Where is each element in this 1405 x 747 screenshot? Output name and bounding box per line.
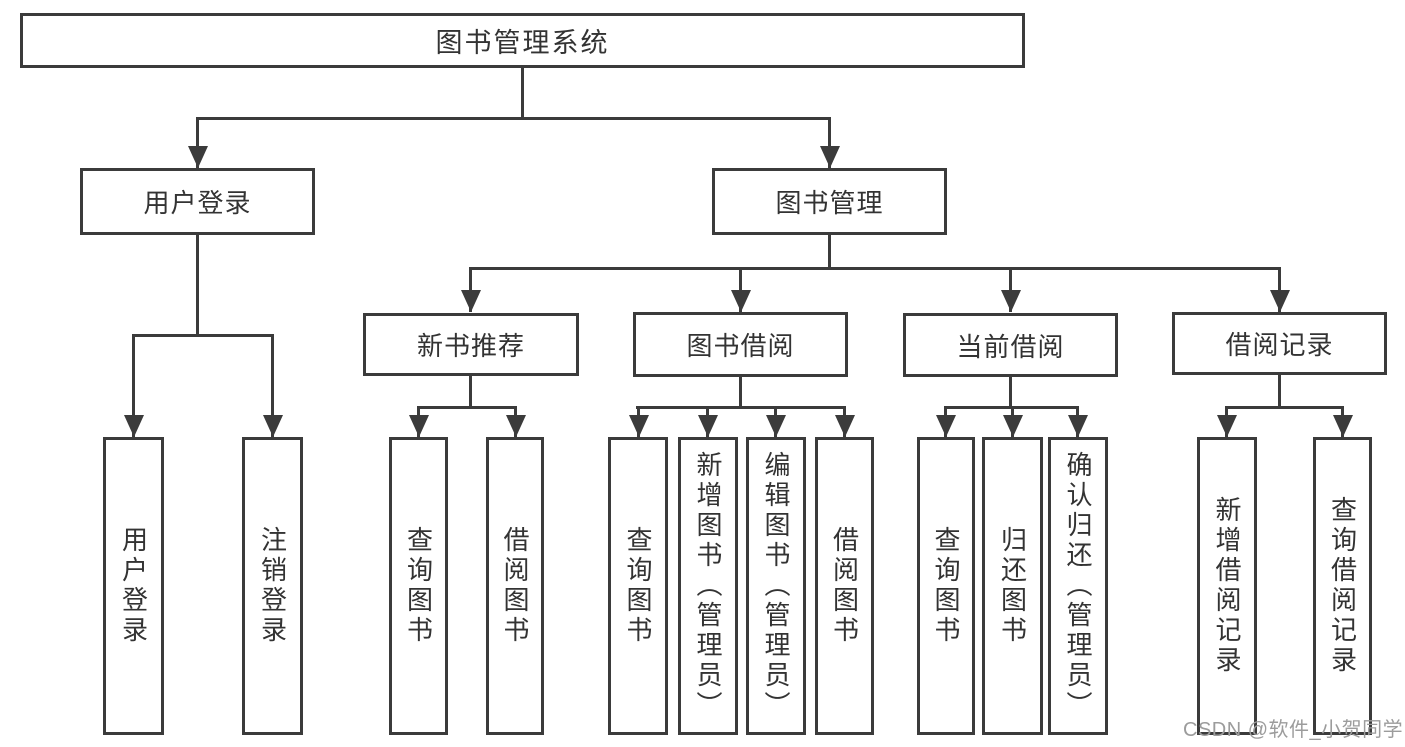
node-library-system: 图书管理系统 (20, 13, 1025, 68)
node-label: 查询图书 (403, 526, 434, 646)
arrow-to-borrow-records (1278, 267, 1281, 312)
node-label: 当前借阅 (956, 331, 1065, 362)
leaf-bb-add-books-admin: 新增图书（管理员） (678, 437, 738, 735)
connector-user-login-bar (132, 334, 274, 337)
leaf-br-add-record: 新增借阅记录 (1197, 437, 1257, 735)
leaf-cb-confirm-return-admin: 确认归还（管理员） (1048, 437, 1108, 735)
csdn-watermark: CSDN @软件_小贺同学 (1183, 719, 1404, 741)
leaf-cb-query-books: 查询图书 (917, 437, 975, 735)
node-label: 确认归还（管理员） (1063, 451, 1093, 721)
connector-book-mgmt-stem (828, 232, 831, 270)
arrow-to-leaf-cb-return (1011, 406, 1014, 437)
node-label: 借阅图书 (829, 526, 860, 646)
arrow-to-leaf-cb-confirm (1076, 406, 1079, 437)
arrow-to-user-login (196, 117, 199, 168)
node-label: 图书借阅 (686, 331, 795, 361)
connector-user-login-stem (196, 232, 199, 337)
connector-borrow-records-stem (1278, 373, 1281, 409)
node-label: 新增图书（管理员） (693, 451, 723, 721)
arrow-to-leaf-logout (271, 334, 274, 437)
arrow-to-book-mgmt (828, 117, 831, 168)
node-new-book-recommend: 新书推荐 (363, 313, 579, 376)
leaf-bb-borrow-books: 借阅图书 (815, 437, 874, 735)
leaf-bb-edit-books-admin: 编辑图书（管理员） (746, 437, 806, 735)
arrow-to-leaf-br-query (1341, 406, 1344, 437)
arrow-to-leaf-user-login (132, 334, 135, 437)
node-borrow-records: 借阅记录 (1172, 312, 1387, 375)
connector-book-borrow-stem (739, 373, 742, 409)
arrow-to-leaf-bb-borrow (843, 406, 846, 437)
connector-new-book-rec-stem (469, 373, 472, 409)
arrow-to-leaf-bb-add (706, 406, 709, 437)
arrow-to-leaf-bb-query (637, 406, 640, 437)
leaf-logout: 注销登录 (242, 437, 303, 735)
arrow-to-leaf-cb-query (944, 406, 947, 437)
connector-current-borrow-stem (1009, 373, 1012, 409)
arrow-to-book-borrow (739, 267, 742, 312)
connector-book-mgmt-bar (469, 267, 1281, 270)
leaf-user-login: 用户登录 (103, 437, 164, 735)
connector-root-stem (521, 65, 524, 120)
arrow-to-leaf-nb-query (417, 406, 420, 437)
connector-borrow-records-bar (1225, 406, 1344, 409)
node-label: 编辑图书（管理员） (761, 451, 791, 721)
node-label: 查询图书 (931, 526, 961, 646)
connector-book-borrow-bar (636, 406, 846, 409)
node-label: 用户登录 (118, 526, 149, 646)
node-label: 图书管理系统 (435, 28, 610, 58)
node-book-borrow: 图书借阅 (633, 312, 848, 377)
node-label: 注销登录 (257, 526, 288, 646)
node-user-login: 用户登录 (80, 168, 315, 235)
arrow-to-new-book-rec (469, 267, 472, 312)
leaf-nb-query-books: 查询图书 (389, 437, 448, 735)
node-label: 归还图书 (997, 526, 1028, 646)
node-label: 新书推荐 (416, 331, 525, 361)
leaf-nb-borrow-books: 借阅图书 (486, 437, 544, 735)
arrow-to-current-borrow (1009, 267, 1012, 312)
node-label: 图书管理 (775, 188, 884, 218)
node-label: 借阅图书 (500, 526, 530, 646)
leaf-cb-return-books: 归还图书 (982, 437, 1043, 735)
arrow-to-leaf-bb-edit (774, 406, 777, 437)
node-label: 新增借阅记录 (1212, 496, 1242, 676)
connector-root-bar (196, 117, 831, 120)
leaf-bb-query-books: 查询图书 (608, 437, 668, 735)
leaf-br-query-record: 查询借阅记录 (1313, 437, 1372, 735)
node-label: 查询图书 (623, 526, 653, 646)
node-label: 用户登录 (143, 188, 252, 218)
node-book-management: 图书管理 (712, 168, 947, 235)
connector-new-book-rec-bar (417, 406, 517, 409)
node-current-borrow: 当前借阅 (903, 313, 1118, 377)
node-label: 借阅记录 (1225, 330, 1334, 360)
arrow-to-leaf-nb-borrow (514, 406, 517, 437)
node-label: 查询借阅记录 (1327, 496, 1358, 676)
arrow-to-leaf-br-add (1225, 406, 1228, 437)
